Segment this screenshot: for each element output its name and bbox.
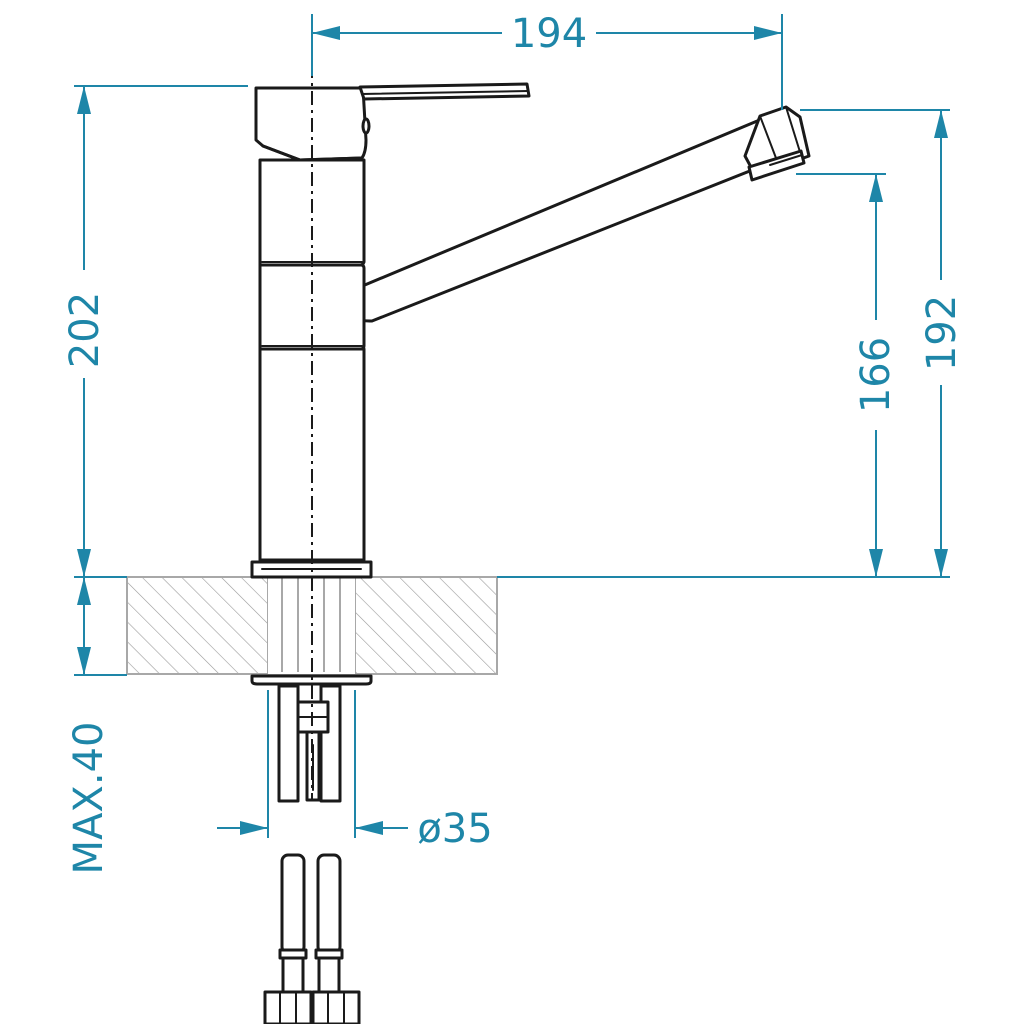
dimension-reach: 194 xyxy=(311,11,783,110)
hose-right xyxy=(316,853,342,955)
dim-max-thickness-label: MAX.40 xyxy=(66,722,112,875)
dim-spout-top-label: 192 xyxy=(919,295,965,371)
dim-total-height-label: 202 xyxy=(62,292,108,368)
dimension-outlet-height: 166 xyxy=(497,173,950,578)
hose-left xyxy=(280,853,306,955)
dim-spout-reach-label: 194 xyxy=(511,11,587,57)
dimension-counter-thickness: MAX.40 xyxy=(66,577,127,874)
supply-hoses xyxy=(263,853,361,1024)
hose-fitting-right xyxy=(311,990,361,1024)
lower-assembly xyxy=(277,684,342,803)
countertop-hatch-left xyxy=(127,577,268,674)
countertop-hatch-right xyxy=(355,577,497,674)
handle-lever xyxy=(358,82,531,101)
dimension-spout-top-height: 192 xyxy=(800,109,965,577)
dim-outlet-height-label: 166 xyxy=(853,337,899,413)
handle-set-screw xyxy=(361,117,371,135)
dimension-hole-diameter: ø35 xyxy=(217,690,493,852)
hose-fitting-left xyxy=(263,990,313,1024)
spout xyxy=(347,105,811,323)
countertop-section xyxy=(126,576,498,675)
dim-hole-diameter-label: ø35 xyxy=(417,806,492,852)
stud-left xyxy=(277,684,300,803)
mixer-handle xyxy=(254,82,531,162)
spout-arm xyxy=(347,117,782,323)
dimension-total-height: 202 xyxy=(62,85,248,578)
